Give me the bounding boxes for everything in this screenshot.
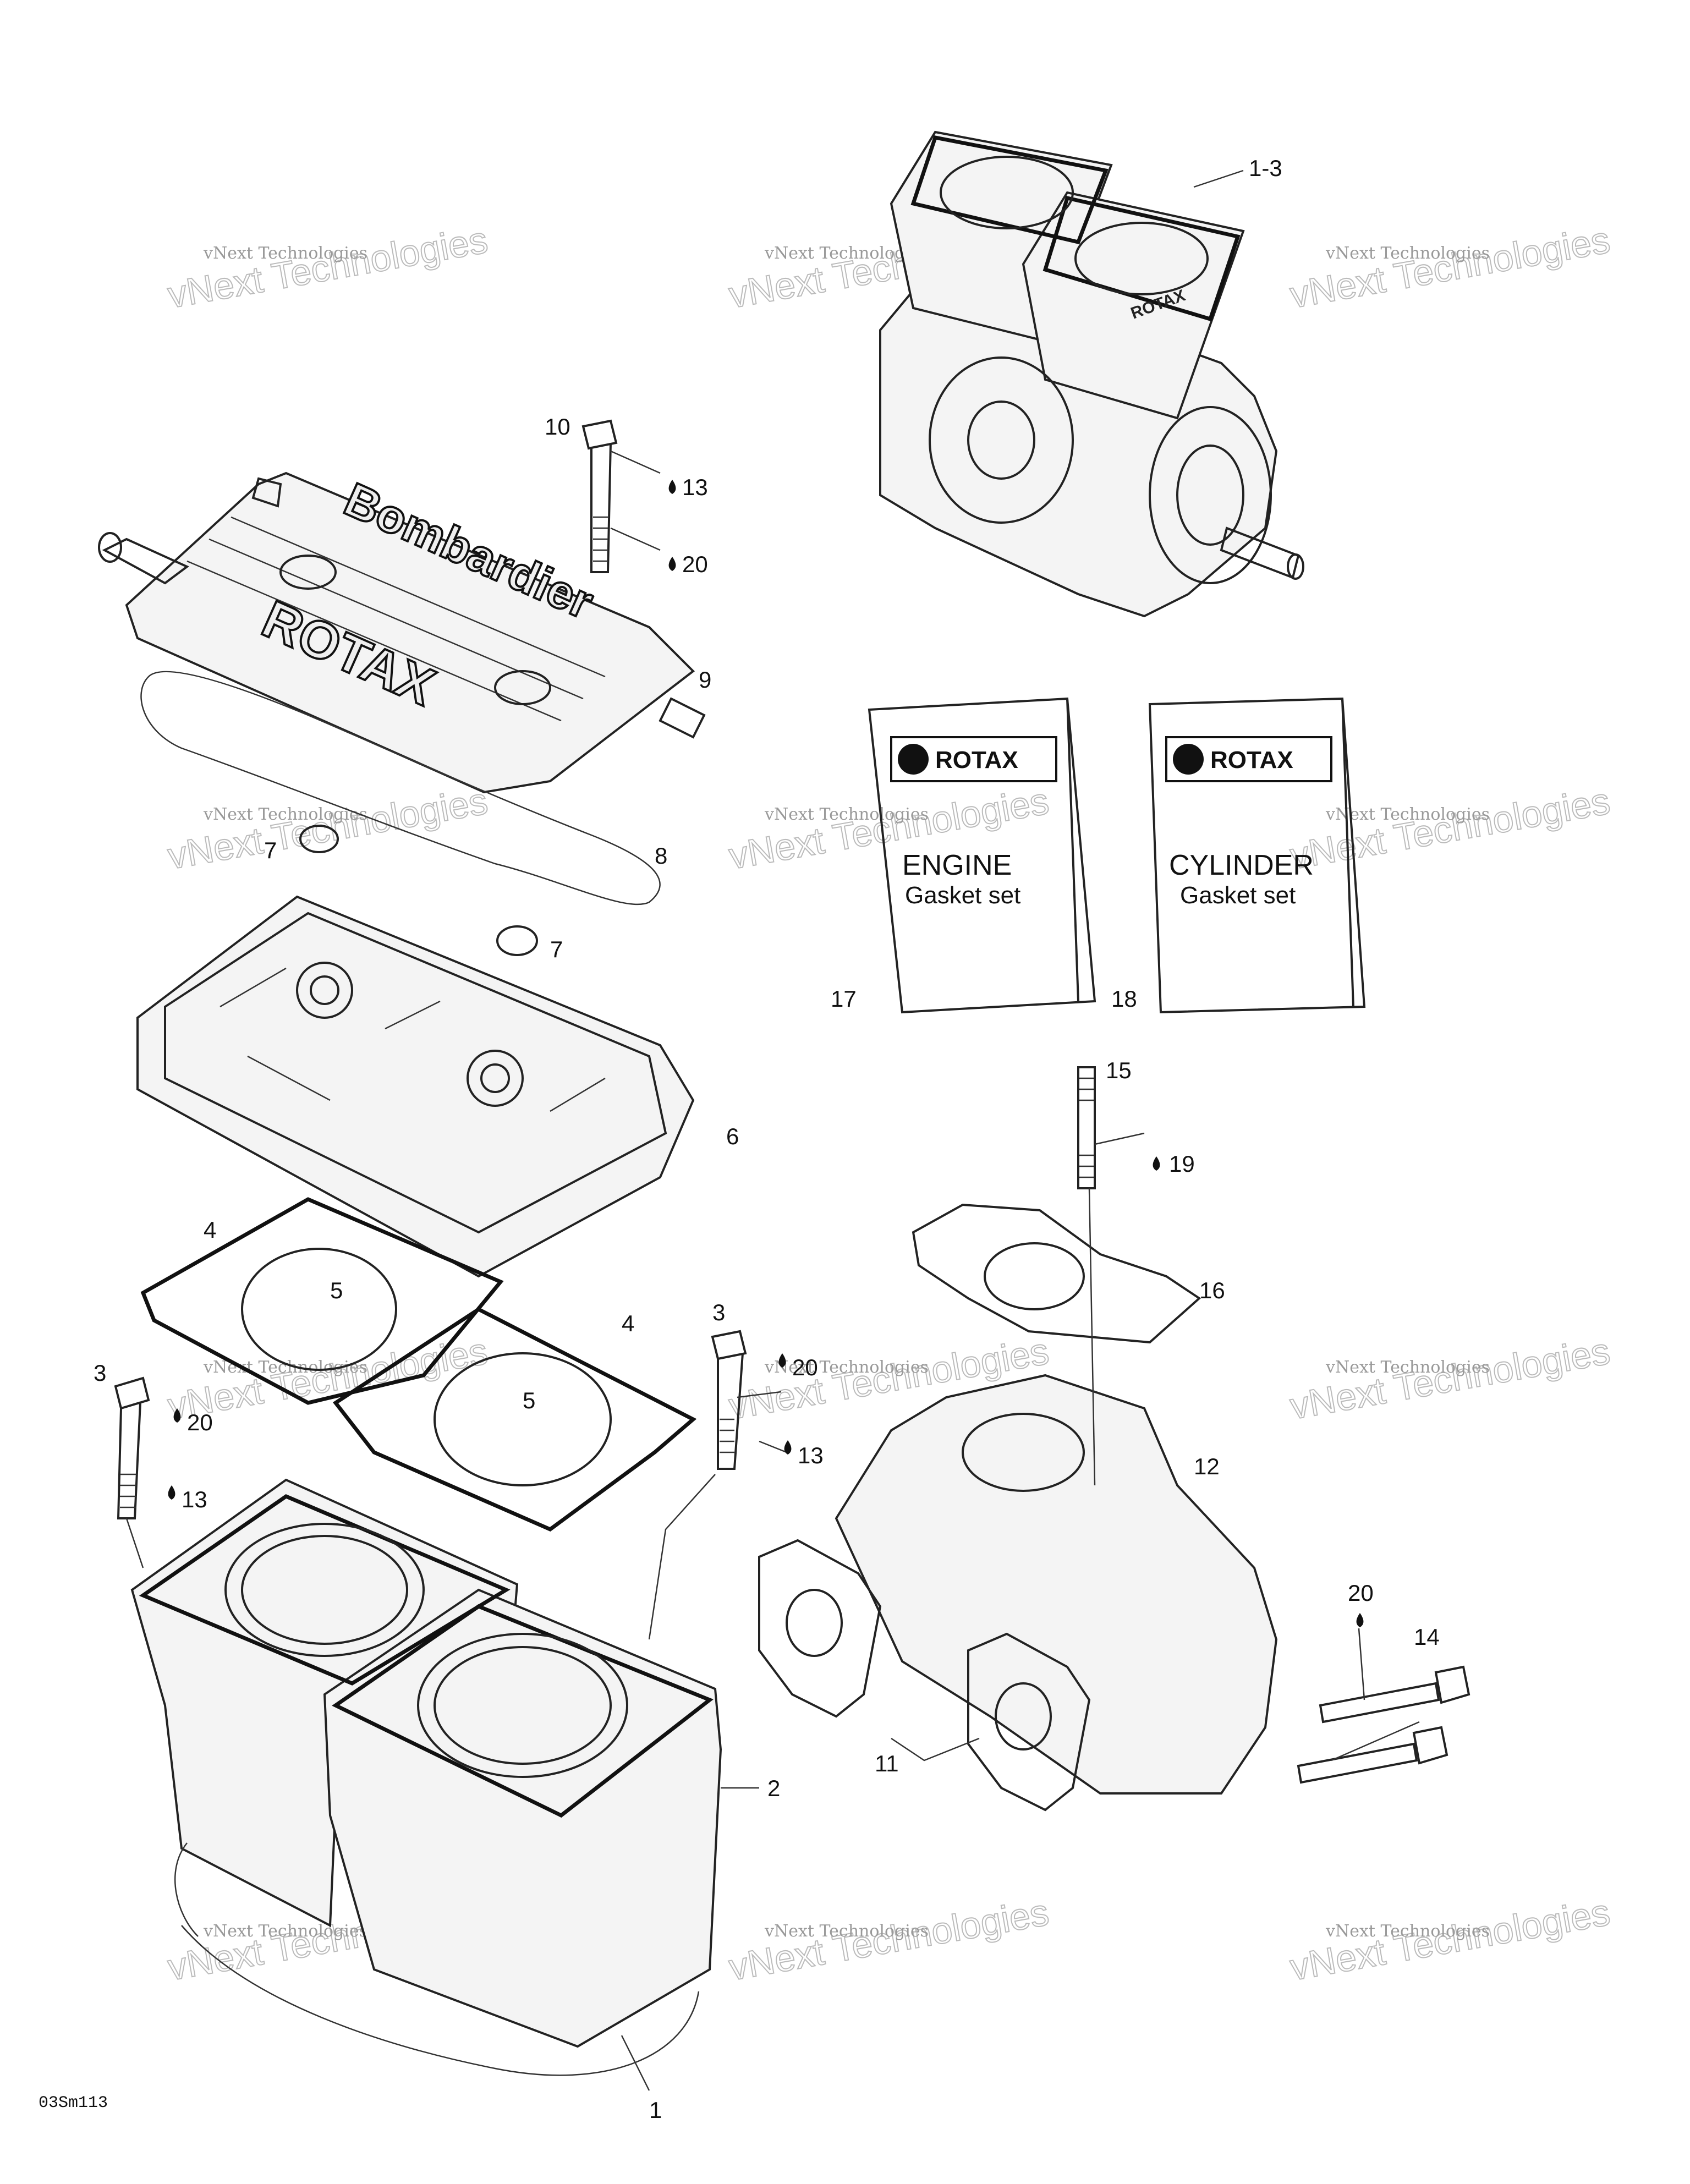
leader-lines bbox=[125, 169, 1420, 2091]
svg-text:vNext Technologies: vNext Technologies bbox=[203, 805, 367, 824]
stud-15 bbox=[1077, 1066, 1096, 1189]
svg-text:vNext Technologies: vNext Technologies bbox=[1325, 1358, 1490, 1377]
callout-15: 15 bbox=[1106, 1057, 1132, 1083]
callouts: 1-3 10 13 20 9 7 8 7 6 4 5 4 5 3 20 13 3… bbox=[94, 155, 1440, 2123]
engine-assembly-illustration: ROTAX bbox=[879, 130, 1304, 618]
droplet-icon bbox=[173, 1408, 181, 1423]
callout-20: 20 bbox=[187, 1409, 213, 1435]
callout-12: 12 bbox=[1194, 1453, 1220, 1479]
watermark: vNext Technologies vNext Technologies bbox=[1286, 1330, 1614, 1428]
o-ring-gasket-8 bbox=[140, 671, 661, 906]
watermark: vNext Technologies vNext Technologies bbox=[1286, 1891, 1614, 1989]
callout-3: 3 bbox=[94, 1360, 106, 1386]
rotax-logo-icon bbox=[1173, 744, 1204, 775]
callout-13: 13 bbox=[182, 1486, 207, 1512]
droplet-icon bbox=[1356, 1613, 1364, 1627]
svg-text:vNext Technologies: vNext Technologies bbox=[1325, 1922, 1490, 1941]
watermark: vNext Technologies vNext Technologies bbox=[164, 218, 491, 317]
o-ring-7a bbox=[299, 825, 339, 853]
callout-17: 17 bbox=[831, 986, 857, 1012]
droplet-icon bbox=[168, 1485, 175, 1500]
watermark: vNext Technologies vNext Technologies bbox=[164, 780, 491, 878]
svg-text:vNext Technologies: vNext Technologies bbox=[764, 1358, 929, 1377]
callout-5: 5 bbox=[330, 1277, 343, 1303]
screw-3-right bbox=[711, 1330, 747, 1470]
cylinder-head-illustration bbox=[136, 895, 695, 1278]
callout-8: 8 bbox=[655, 843, 667, 869]
watermark: vNext Technologies vNext Technologies bbox=[1286, 780, 1614, 878]
callout-7: 7 bbox=[550, 936, 563, 962]
cylinder-head-cover-illustration: Bombardier ROTAX bbox=[98, 472, 706, 794]
svg-text:vNext Technologies: vNext Technologies bbox=[1287, 219, 1613, 316]
svg-text:vNext Technologies: vNext Technologies bbox=[1325, 805, 1490, 824]
o-ring-7b bbox=[496, 925, 538, 956]
svg-text:vNext Technologies: vNext Technologies bbox=[1325, 244, 1490, 263]
droplet-icon bbox=[1153, 1156, 1160, 1171]
cylinder-gasket-set-kit: ROTAX CYLINDER Gasket set 18 bbox=[1111, 697, 1366, 1014]
svg-text:vNext Technologies: vNext Technologies bbox=[1287, 780, 1613, 877]
exhaust-manifold-illustration bbox=[758, 1374, 1278, 1812]
diagram-code: 03Sm113 bbox=[39, 2094, 108, 2112]
rotax-logo-icon bbox=[898, 744, 929, 775]
svg-text:vNext Technologies: vNext Technologies bbox=[203, 1922, 367, 1941]
watermark: vNext Technologies vNext Technologies bbox=[1286, 218, 1614, 317]
callout-20: 20 bbox=[792, 1354, 818, 1380]
droplet-icons bbox=[168, 480, 1364, 1627]
callout-16: 16 bbox=[1199, 1277, 1225, 1303]
callout-7: 7 bbox=[264, 837, 277, 863]
callout-6: 6 bbox=[726, 1123, 739, 1149]
svg-text:vNext Technologies: vNext Technologies bbox=[164, 1330, 491, 1428]
manifold-gasket-16 bbox=[912, 1203, 1201, 1344]
callout-11: 11 bbox=[875, 1751, 899, 1776]
droplet-icon bbox=[668, 557, 676, 571]
manifold-gasket-16-port bbox=[984, 1242, 1085, 1310]
callout-13: 13 bbox=[682, 474, 708, 500]
callout-19: 19 bbox=[1169, 1151, 1195, 1177]
callout-20: 20 bbox=[1348, 1580, 1374, 1606]
callout-20: 20 bbox=[682, 551, 708, 577]
watermark: vNext Technologies vNext Technologies bbox=[725, 1891, 1052, 1989]
screw-10 bbox=[581, 419, 618, 573]
screw-14-lower bbox=[1297, 1726, 1448, 1784]
svg-text:vNext Technologies: vNext Technologies bbox=[164, 780, 491, 877]
callout-10: 10 bbox=[545, 414, 570, 440]
svg-text:vNext Technologies: vNext Technologies bbox=[764, 1922, 929, 1941]
cylinders-illustration bbox=[130, 1478, 722, 2076]
callout-13: 13 bbox=[798, 1442, 824, 1468]
svg-text:Gasket set: Gasket set bbox=[1180, 882, 1296, 909]
svg-text:vNext Technologies: vNext Technologies bbox=[1287, 1330, 1613, 1428]
cylinder-gaskets-illustration bbox=[140, 1197, 697, 1532]
svg-text:ROTAX: ROTAX bbox=[935, 747, 1018, 773]
svg-text:Gasket set: Gasket set bbox=[905, 882, 1020, 909]
droplet-icon bbox=[784, 1440, 792, 1455]
droplet-icon bbox=[668, 480, 676, 494]
screw-14-upper bbox=[1319, 1665, 1470, 1724]
callout-14: 14 bbox=[1414, 1624, 1440, 1650]
callout-18: 18 bbox=[1111, 986, 1137, 1012]
callout-3: 3 bbox=[712, 1299, 725, 1325]
svg-text:vNext Technologies: vNext Technologies bbox=[164, 219, 491, 316]
screw-3-left bbox=[114, 1376, 150, 1519]
engine-gasket-set-kit: ROTAX ENGINE Gasket set 17 bbox=[831, 697, 1096, 1014]
watermark: vNext Technologies vNext Technologies bbox=[164, 1330, 491, 1428]
callout-1-3: 1-3 bbox=[1249, 155, 1282, 181]
callout-9: 9 bbox=[699, 667, 711, 693]
svg-text:CYLINDER: CYLINDER bbox=[1169, 849, 1314, 881]
svg-text:vNext Technologies: vNext Technologies bbox=[764, 805, 929, 824]
callout-2: 2 bbox=[767, 1775, 780, 1801]
callout-4: 4 bbox=[204, 1217, 216, 1243]
droplet-icon bbox=[778, 1353, 786, 1368]
svg-text:ENGINE: ENGINE bbox=[902, 849, 1012, 881]
callout-4: 4 bbox=[622, 1310, 634, 1336]
callout-1: 1 bbox=[649, 2097, 662, 2123]
svg-text:vNext Technologies: vNext Technologies bbox=[203, 244, 367, 263]
svg-text:ROTAX: ROTAX bbox=[1210, 747, 1293, 773]
callout-5: 5 bbox=[523, 1387, 535, 1413]
